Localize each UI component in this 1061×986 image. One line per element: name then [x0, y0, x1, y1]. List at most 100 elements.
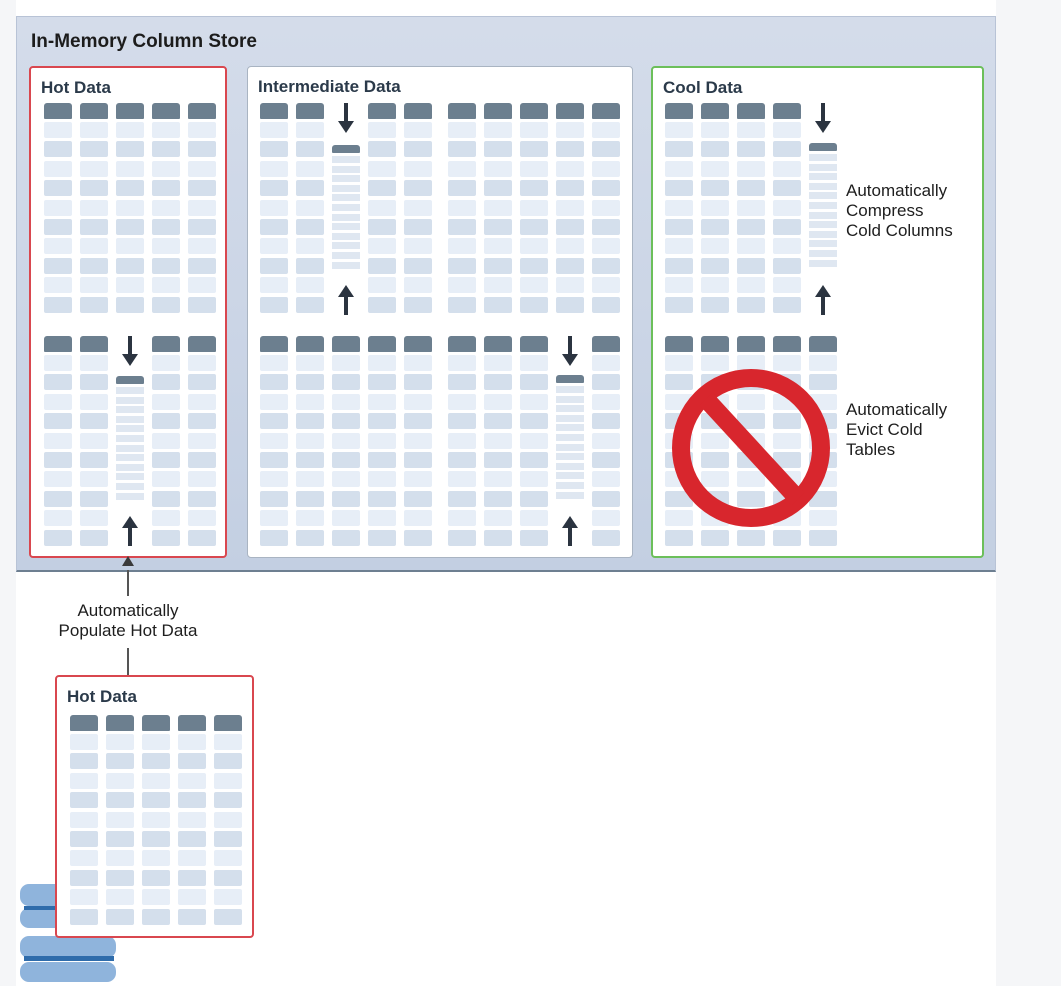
column-cell [214, 734, 242, 750]
table-column [484, 336, 512, 546]
column-cell [448, 490, 476, 507]
column-cell [332, 184, 360, 192]
column-cell [404, 238, 432, 255]
column-cell [809, 163, 837, 171]
column-cell [556, 395, 584, 403]
column-header [152, 336, 180, 352]
column-cell [80, 393, 108, 410]
column-cell [260, 432, 288, 449]
column-cell [188, 471, 216, 488]
table-column [773, 103, 801, 313]
column-cell [152, 432, 180, 449]
column-cell [260, 219, 288, 235]
compressed-column [556, 375, 584, 507]
column-cell [592, 452, 620, 468]
column-cell [296, 374, 324, 391]
table-column [368, 336, 396, 546]
column-cell [80, 238, 108, 255]
column-cell [332, 165, 360, 173]
column-cell [556, 277, 584, 294]
column-cell [665, 180, 693, 197]
column-cell [592, 180, 620, 197]
column-cell [484, 257, 512, 274]
column-cell [44, 199, 72, 216]
table-column [520, 103, 548, 313]
column-cell [178, 831, 206, 847]
table-column [701, 103, 729, 313]
column-cell [332, 194, 360, 202]
column-cell [592, 257, 620, 274]
column-cell [116, 257, 144, 274]
column-cell [178, 850, 206, 867]
column-cell [809, 154, 837, 161]
column-cell [116, 396, 144, 404]
column-cell [448, 219, 476, 235]
column-cell [116, 277, 144, 294]
column-cell [116, 454, 144, 462]
column-cell [188, 374, 216, 391]
column-cell [178, 753, 206, 770]
table-column [404, 336, 432, 546]
column-cell [665, 529, 693, 546]
column-cell [368, 199, 396, 216]
column-cell [188, 199, 216, 216]
column-cell [737, 529, 765, 546]
column-cell [592, 413, 620, 430]
populate-label: Automatically Populate Hot Data [40, 601, 216, 641]
column-header [70, 715, 98, 731]
column-cell [116, 406, 144, 414]
column-cell [116, 444, 144, 452]
column-cell [332, 490, 360, 507]
column-cell [809, 182, 837, 190]
column-cell [484, 355, 512, 371]
column-header [448, 103, 476, 119]
column-header [773, 336, 801, 352]
column-cell [484, 452, 512, 468]
column-cell [70, 889, 98, 906]
column-cell [701, 257, 729, 274]
column-cell [44, 180, 72, 197]
column-cell [773, 141, 801, 158]
column-cell [448, 471, 476, 488]
column-cell [520, 432, 548, 449]
column-cell [70, 792, 98, 809]
column-cell [520, 529, 548, 546]
column-cell [178, 869, 206, 886]
column-header [142, 715, 170, 731]
column-cell [80, 510, 108, 527]
column-cell [665, 199, 693, 216]
column-cell [556, 453, 584, 461]
column-cell [214, 889, 242, 906]
column-cell [116, 141, 144, 158]
column-cell [520, 510, 548, 527]
column-cell [152, 413, 180, 430]
column-cell [404, 529, 432, 546]
column-cell [484, 277, 512, 294]
column-header [188, 336, 216, 352]
column-cell [773, 219, 801, 235]
column-cell [368, 277, 396, 294]
column-cell [556, 160, 584, 177]
column-cell [142, 734, 170, 750]
column-cell [368, 393, 396, 410]
column-cell [80, 355, 108, 371]
column-cell [80, 199, 108, 216]
column-cell [116, 425, 144, 433]
column-cell [116, 473, 144, 481]
column-cell [188, 490, 216, 507]
arrow-icon [815, 285, 831, 315]
column-cell [701, 452, 729, 468]
column-header [737, 103, 765, 119]
column-cell [106, 772, 134, 789]
column-cell [448, 529, 476, 546]
column-cell [520, 257, 548, 274]
column-cell [142, 792, 170, 809]
column-cell [484, 199, 512, 216]
column-cell [188, 296, 216, 313]
column-cell [260, 238, 288, 255]
column-cell [701, 432, 729, 449]
column-cell [116, 219, 144, 235]
table-column [80, 103, 108, 313]
column-cell [773, 277, 801, 294]
column-cell [106, 753, 134, 770]
